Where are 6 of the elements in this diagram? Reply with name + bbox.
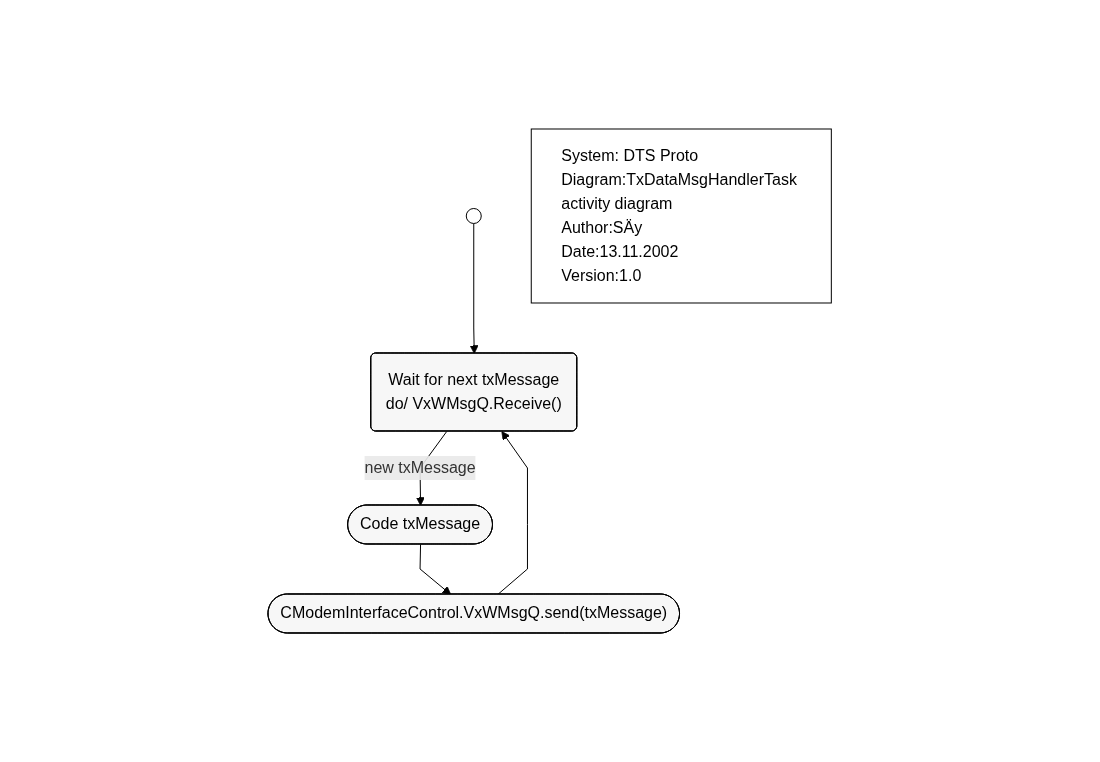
arrow <box>419 544 452 595</box>
arrow <box>497 431 529 595</box>
edge-label: new txMessage <box>364 458 476 476</box>
node-box: System: DTS Proto Diagram:TxDataMsgHandlerTask activity diagram Author:SÄy Date:13.11.2002 Version:1.0 <box>531 128 833 304</box>
arrow <box>470 223 479 354</box>
node-circle <box>466 208 483 224</box>
